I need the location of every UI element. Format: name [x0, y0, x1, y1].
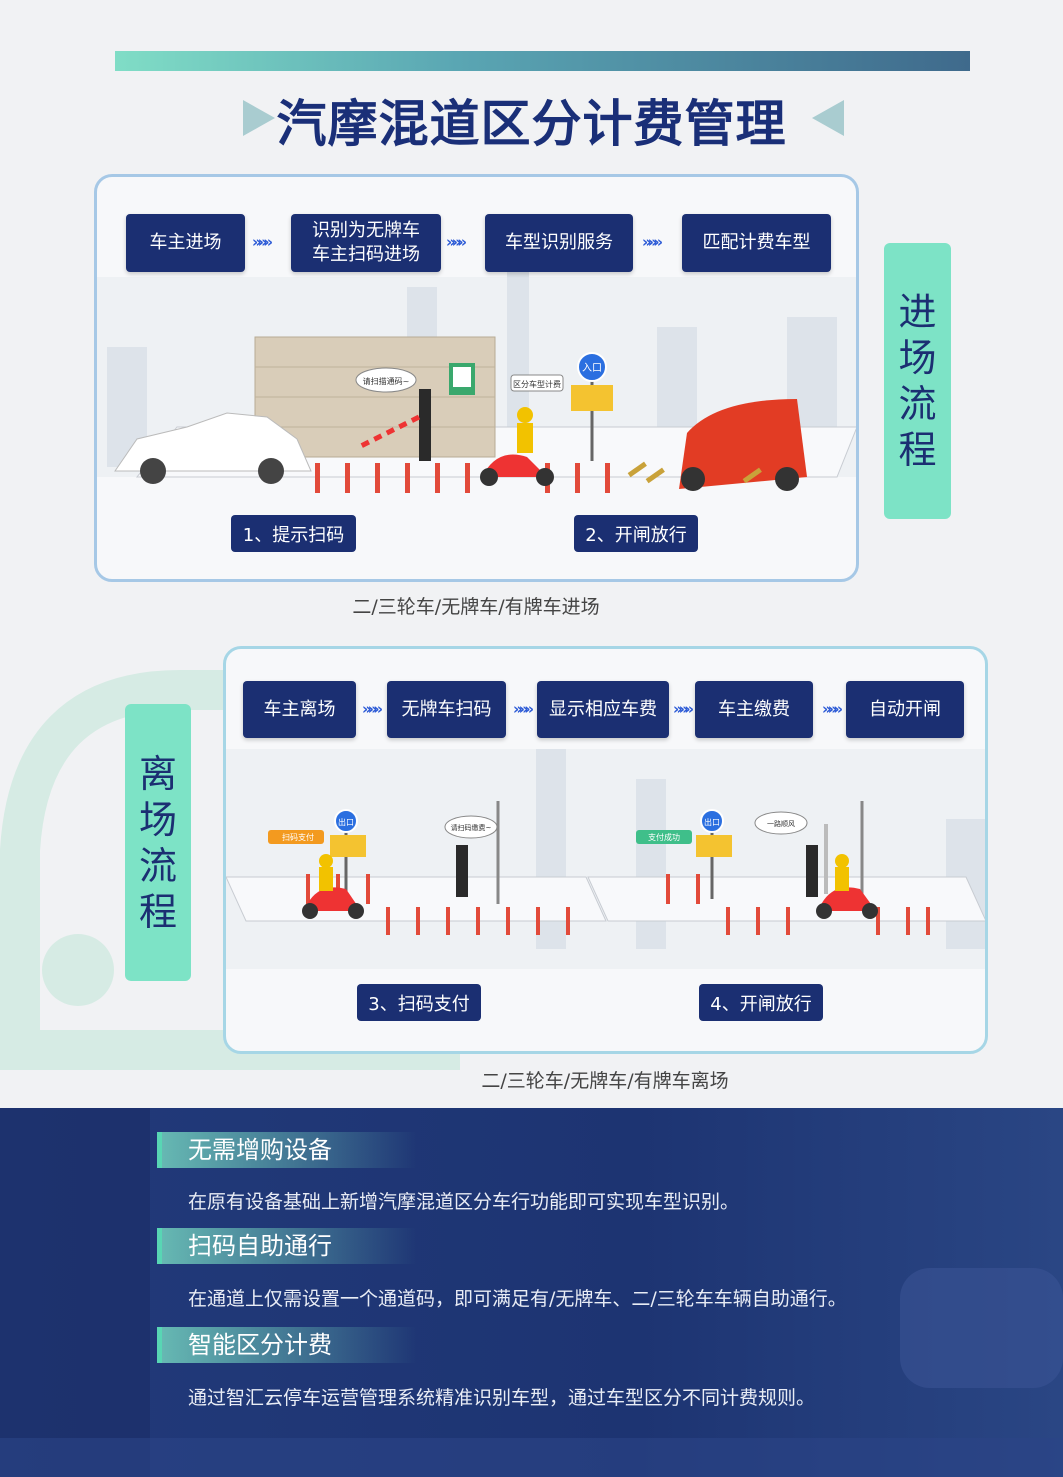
chevron-right-icon: »»»: [822, 700, 843, 718]
header-gradient-bar: [115, 51, 970, 71]
street-background: [0, 1108, 1063, 1477]
entry-step-vehicle-type-recognition: 车型识别服务: [485, 214, 633, 272]
chevron-right-icon: »»»: [673, 700, 694, 718]
entry-label-open-gate: 2、开闸放行: [574, 515, 698, 552]
tag-char: 离: [138, 751, 177, 796]
tag-char: 场: [138, 797, 177, 842]
svg-text:请扫码缴费~: 请扫码缴费~: [451, 823, 492, 832]
exit-side-tag: 离场流程: [125, 704, 191, 981]
exit-step-owner-leaves: 车主离场: [243, 681, 356, 738]
chevron-right-icon: »»»: [252, 233, 273, 251]
feature-desc: 通过智汇云停车运营管理系统精准识别车型，通过车型区分不同计费规则。: [188, 1387, 816, 1409]
svg-text:请扫描通码~: 请扫描通码~: [363, 376, 410, 386]
chevron-right-icon: »»»: [362, 700, 383, 718]
step-line: 车主扫码进场: [312, 244, 420, 265]
triangle-right-icon: [243, 100, 275, 136]
step-line: 识别为无牌车: [312, 220, 420, 241]
chevron-right-icon: »»»: [642, 233, 663, 251]
feature-desc: 在通道上仅需设置一个通道码，即可满足有/无牌车、二/三轮车车辆自助通行。: [188, 1288, 847, 1310]
entry-caption: 二/三轮车/无牌车/有牌车进场: [352, 596, 600, 618]
exit-step-show-fee: 显示相应车费: [537, 681, 669, 738]
svg-text:入口: 入口: [582, 363, 602, 374]
exit-label-open-gate: 4、开闸放行: [699, 984, 823, 1021]
feature-desc: 在原有设备基础上新增汽摩混道区分车行功能即可实现车型识别。: [188, 1191, 740, 1213]
tag-char: 程: [138, 889, 177, 934]
entry-label-prompt-scan: 1、提示扫码: [231, 515, 356, 552]
entry-side-tag: 进场流程: [884, 243, 951, 519]
page-title: 汽摩混道区分计费管理: [276, 95, 787, 153]
tag-char: 流: [898, 382, 937, 426]
exit-step-auto-open: 自动开闸: [846, 681, 964, 738]
exit-label-scan-pay: 3、扫码支付: [357, 984, 481, 1021]
tag-char: 场: [898, 336, 937, 380]
svg-text:出口: 出口: [704, 817, 720, 827]
feature-title: 扫码自助通行: [157, 1228, 417, 1264]
exit-illustration: 出口 扫码支付 请扫码缴费~ 出口 支付成功 一路顺风: [226, 749, 985, 969]
exit-step-scan: 无牌车扫码: [387, 681, 506, 738]
triangle-left-icon: [812, 100, 844, 136]
svg-text:出口: 出口: [338, 817, 354, 827]
tag-char: 流: [138, 843, 177, 888]
tag-char: 程: [898, 428, 937, 472]
exit-step-pay: 车主缴费: [695, 681, 813, 738]
tag-char: 进: [898, 290, 937, 334]
feature-title: 无需增购设备: [157, 1132, 417, 1168]
car-watermark-icon: [0, 670, 460, 1070]
chevron-right-icon: »»»: [513, 700, 534, 718]
feature-title: 智能区分计费: [157, 1327, 417, 1363]
chevron-right-icon: »»»: [446, 233, 467, 251]
svg-text:支付成功: 支付成功: [648, 832, 680, 842]
svg-text:区分车型计费: 区分车型计费: [513, 379, 561, 389]
features-section: [0, 1108, 1063, 1477]
svg-text:一路顺风: 一路顺风: [767, 819, 795, 828]
entry-illustration: 请扫描通码~ 区分车型计费 入口: [97, 272, 856, 493]
exit-caption: 二/三轮车/无牌车/有牌车离场: [481, 1070, 729, 1092]
entry-step-match-billing: 匹配计费车型: [682, 214, 831, 272]
entry-step-scan-unlicensed: 识别为无牌车车主扫码进场: [291, 214, 441, 272]
entry-step-owner-enters: 车主进场: [126, 214, 245, 272]
svg-text:扫码支付: 扫码支付: [282, 832, 314, 842]
